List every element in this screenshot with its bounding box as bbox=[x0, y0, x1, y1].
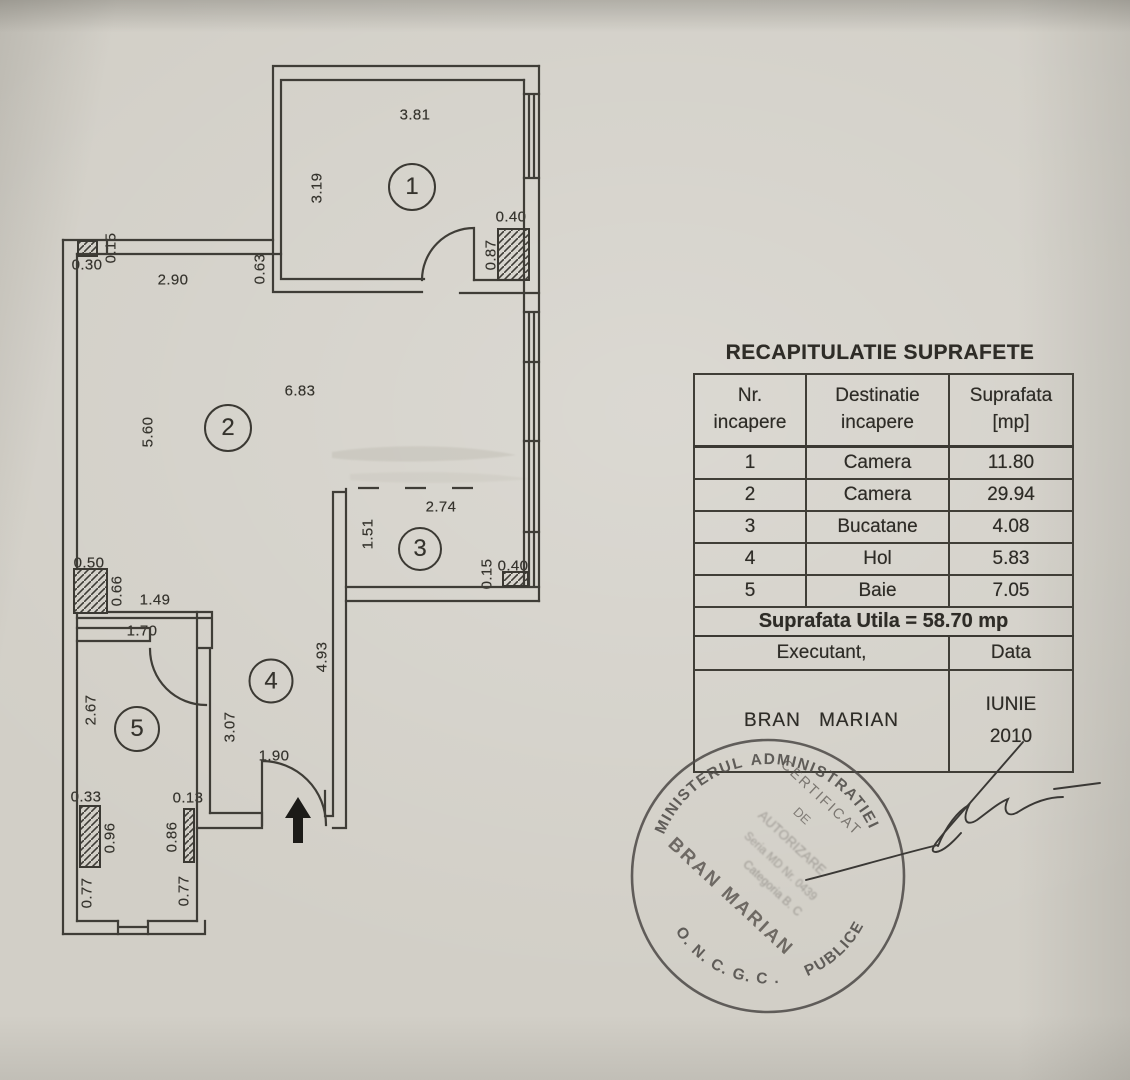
cell-dest: Bucatane bbox=[805, 510, 950, 544]
dim-label: 0.86 bbox=[163, 821, 181, 853]
dim-label: 2.67 bbox=[82, 694, 100, 726]
room-number-4: 4 bbox=[248, 658, 294, 704]
dim-label: 0.13 bbox=[172, 789, 204, 807]
dim-label: 1.51 bbox=[359, 518, 377, 550]
cell-mp: 11.80 bbox=[948, 445, 1074, 480]
cell-nr: 3 bbox=[693, 510, 807, 544]
dim-label: 6.83 bbox=[284, 382, 316, 400]
table-row: 5 Baie 7.05 bbox=[693, 574, 1074, 608]
dim-label: 3.19 bbox=[308, 172, 326, 204]
table-row: 2 Camera 29.94 bbox=[693, 478, 1074, 512]
dim-label: 2.74 bbox=[425, 498, 457, 516]
table-row: 1 Camera 11.80 bbox=[693, 445, 1074, 480]
dim-label: 0.96 bbox=[101, 822, 119, 854]
room-number-5: 5 bbox=[114, 706, 160, 752]
dim-label: 0.15 bbox=[478, 558, 496, 590]
dim-label: 5.60 bbox=[139, 416, 157, 448]
table-row: 4 Hol 5.83 bbox=[693, 542, 1074, 576]
dim-label: 0.40 bbox=[495, 208, 527, 226]
dim-label: 0.77 bbox=[78, 877, 96, 909]
total-useful-surface: Suprafata Utila = 58.70 mp bbox=[693, 606, 1074, 637]
cell-dest: Baie bbox=[805, 574, 950, 608]
data-label: Data bbox=[948, 635, 1074, 671]
room-number-3: 3 bbox=[398, 527, 442, 571]
cell-nr: 1 bbox=[693, 445, 807, 480]
cell-mp: 29.94 bbox=[948, 478, 1074, 512]
dim-label: 3.81 bbox=[399, 106, 431, 124]
dim-label: 0.30 bbox=[71, 256, 103, 274]
dim-label: 0.15 bbox=[102, 232, 120, 264]
dim-label: 1.70 bbox=[126, 622, 158, 640]
date-month: IUNIE bbox=[985, 693, 1037, 715]
total-row: Suprafata Utila = 58.70 mp bbox=[693, 606, 1074, 637]
dim-label: 3.07 bbox=[221, 711, 239, 743]
header-suprafata: Suprafata[mp] bbox=[948, 373, 1074, 448]
dim-label: 0.66 bbox=[108, 575, 126, 607]
room-number-1: 1 bbox=[388, 163, 436, 211]
cell-nr: 2 bbox=[693, 478, 807, 512]
executant-label: Executant, bbox=[693, 635, 950, 671]
dim-label: 1.49 bbox=[139, 591, 171, 609]
dim-label: 0.63 bbox=[251, 253, 269, 285]
room-number-2: 2 bbox=[204, 404, 252, 452]
cell-nr: 5 bbox=[693, 574, 807, 608]
dim-label: 0.50 bbox=[73, 554, 105, 572]
dim-label: 0.33 bbox=[70, 788, 102, 806]
cell-dest: Camera bbox=[805, 478, 950, 512]
dim-label: 0.40 bbox=[497, 557, 529, 575]
recap-table-title: RECAPITULATIE SUPRAFETE bbox=[725, 341, 1035, 364]
table-row: 3 Bucatane 4.08 bbox=[693, 510, 1074, 544]
cell-mp: 4.08 bbox=[948, 510, 1074, 544]
dim-label: 2.90 bbox=[157, 271, 189, 289]
dim-label: 0.77 bbox=[175, 875, 193, 907]
cell-nr: 4 bbox=[693, 542, 807, 576]
dim-label: 0.87 bbox=[482, 239, 500, 271]
dim-label: 4.93 bbox=[313, 641, 331, 673]
cell-dest: Camera bbox=[805, 445, 950, 480]
cell-mp: 5.83 bbox=[948, 542, 1074, 576]
header-nr-incapere: Nr.incapere bbox=[693, 373, 807, 448]
cell-mp: 7.05 bbox=[948, 574, 1074, 608]
cell-dest: Hol bbox=[805, 542, 950, 576]
executant-header-row: Executant, Data bbox=[693, 635, 1074, 671]
dim-label: 1.90 bbox=[258, 747, 290, 765]
